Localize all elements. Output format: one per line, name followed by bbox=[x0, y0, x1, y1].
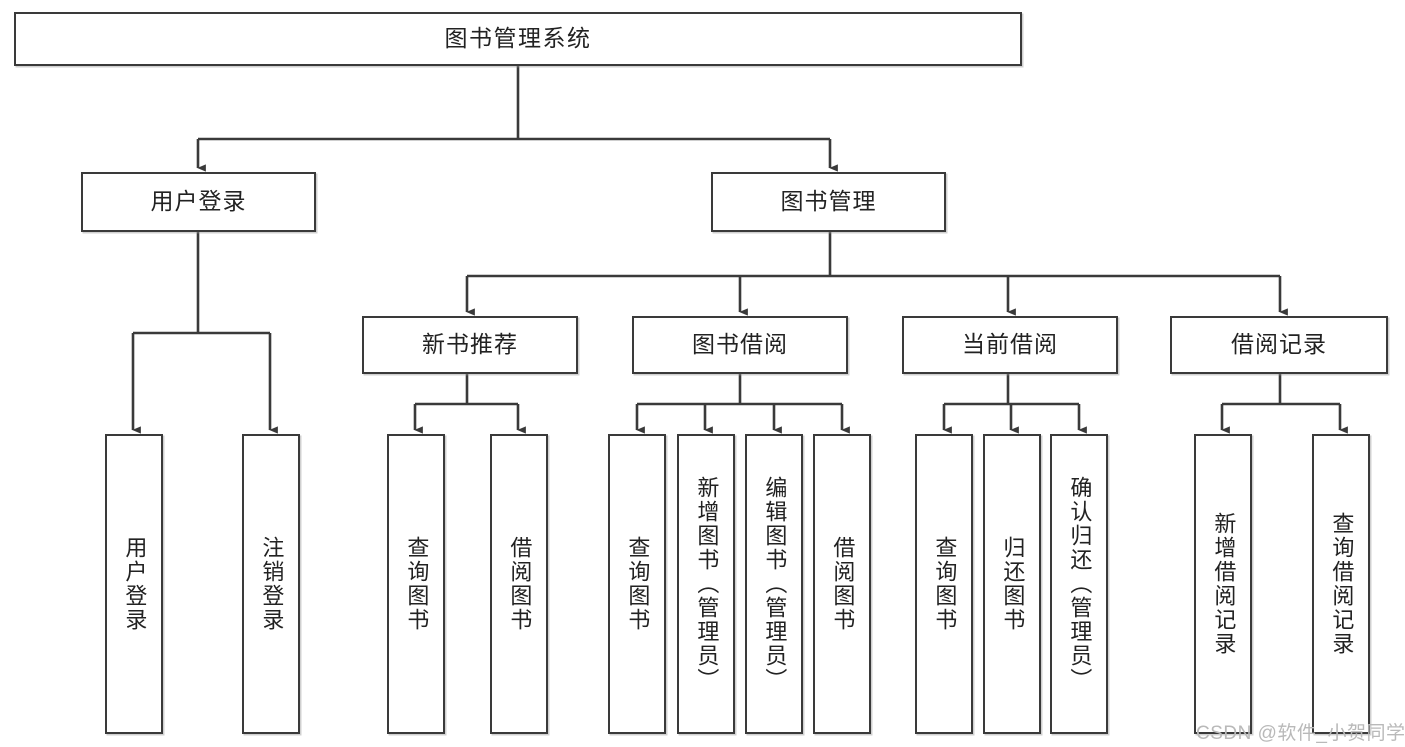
leaf-user-login-login[interactable]: 用户登录 bbox=[105, 434, 163, 734]
node-book-borrow[interactable]: 图书借阅 bbox=[632, 316, 848, 374]
node-borrow-record[interactable]: 借阅记录 bbox=[1170, 316, 1388, 374]
node-label: 借阅记录 bbox=[1231, 331, 1327, 358]
leaf-borrow-record-query[interactable]: 查询借阅记录 bbox=[1312, 434, 1370, 734]
node-label: 借阅图书 bbox=[830, 536, 856, 632]
node-label: 注销登录 bbox=[259, 536, 285, 632]
node-user-login[interactable]: 用户登录 bbox=[81, 172, 316, 232]
leaf-current-borrow-query[interactable]: 查询图书 bbox=[915, 434, 973, 734]
node-label: 当前借阅 bbox=[962, 331, 1058, 358]
leaf-new-book-query[interactable]: 查询图书 bbox=[387, 434, 445, 734]
node-label: 新增借阅记录 bbox=[1211, 512, 1237, 656]
node-label: 查询图书 bbox=[625, 536, 651, 632]
node-label: 新增图书（管理员） bbox=[694, 476, 720, 692]
node-label: 图书管理系统 bbox=[444, 25, 592, 52]
node-label: 图书管理 bbox=[780, 188, 877, 215]
node-label: 查询图书 bbox=[932, 536, 958, 632]
leaf-borrow-record-add[interactable]: 新增借阅记录 bbox=[1194, 434, 1252, 734]
node-label: 查询图书 bbox=[404, 536, 430, 632]
leaf-book-borrow-borrow[interactable]: 借阅图书 bbox=[813, 434, 871, 734]
node-label: 确认归还（管理员） bbox=[1067, 476, 1093, 692]
leaf-user-login-logout[interactable]: 注销登录 bbox=[242, 434, 300, 734]
node-label: 借阅图书 bbox=[507, 536, 533, 632]
leaf-book-borrow-add[interactable]: 新增图书（管理员） bbox=[677, 434, 735, 734]
node-label: 用户登录 bbox=[150, 188, 247, 215]
node-label: 新书推荐 bbox=[422, 331, 518, 358]
csdn-watermark: CSDN @软件_小贺同学 bbox=[1196, 723, 1405, 744]
node-label: 图书借阅 bbox=[692, 331, 788, 358]
node-new-book-recommend[interactable]: 新书推荐 bbox=[362, 316, 578, 374]
node-root-system[interactable]: 图书管理系统 bbox=[14, 12, 1022, 66]
leaf-new-book-borrow[interactable]: 借阅图书 bbox=[490, 434, 548, 734]
node-current-borrow[interactable]: 当前借阅 bbox=[902, 316, 1118, 374]
node-label: 查询借阅记录 bbox=[1329, 512, 1355, 656]
leaf-book-borrow-query[interactable]: 查询图书 bbox=[608, 434, 666, 734]
leaf-current-borrow-confirm-return[interactable]: 确认归还（管理员） bbox=[1050, 434, 1108, 734]
leaf-book-borrow-edit[interactable]: 编辑图书（管理员） bbox=[745, 434, 803, 734]
node-book-management[interactable]: 图书管理 bbox=[711, 172, 946, 232]
node-label: 用户登录 bbox=[122, 536, 148, 632]
leaf-current-borrow-return[interactable]: 归还图书 bbox=[983, 434, 1041, 734]
node-label: 归还图书 bbox=[1000, 536, 1026, 632]
node-label: 编辑图书（管理员） bbox=[762, 476, 788, 692]
